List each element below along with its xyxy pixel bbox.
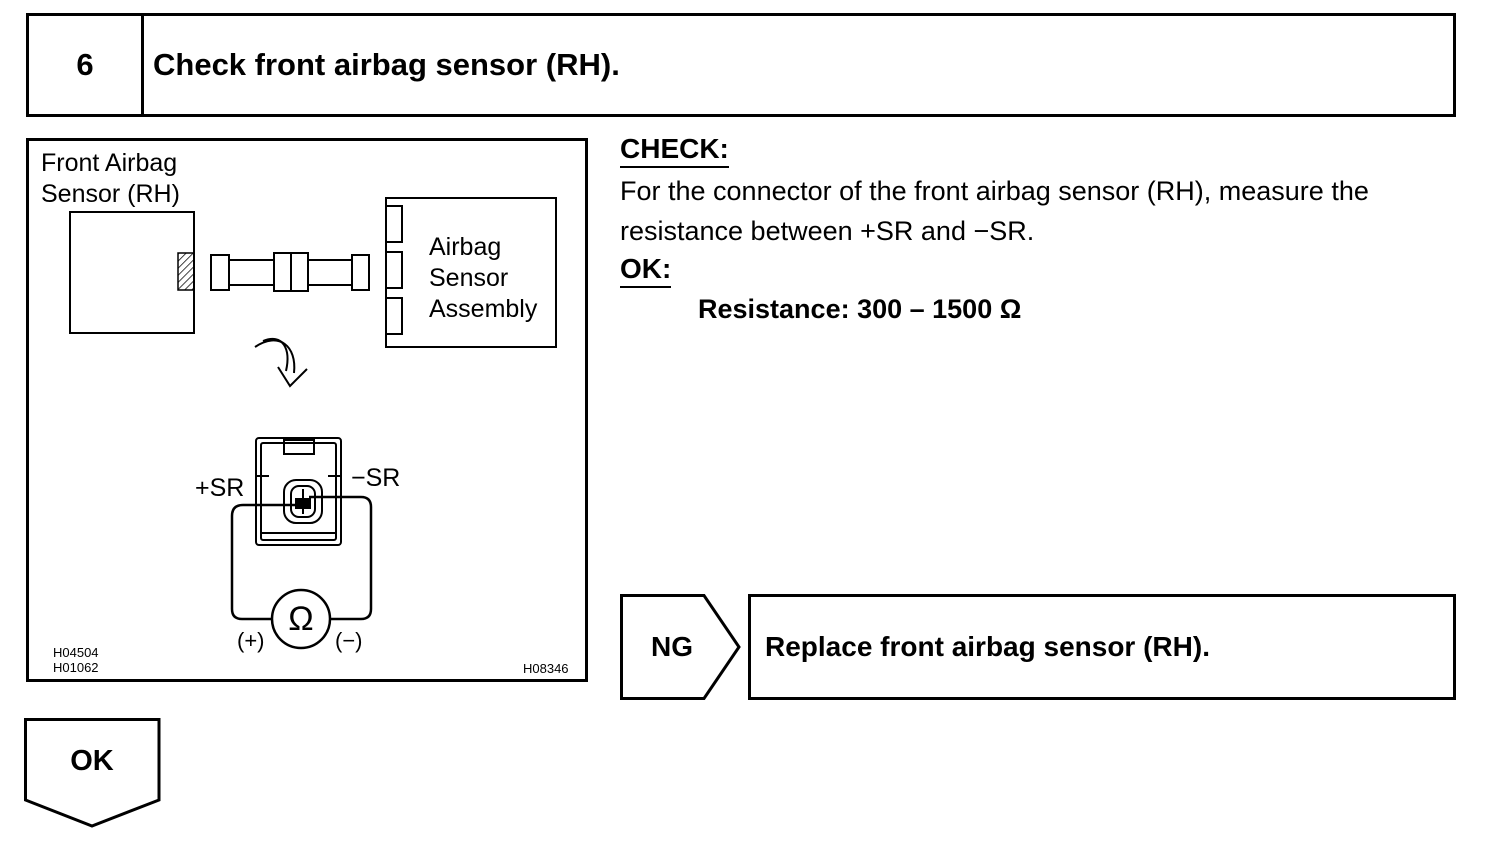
probe-plus-label: (+) — [237, 628, 265, 653]
minus-sr-terminal-label: −SR — [351, 464, 401, 492]
airbag-sensor-assembly-label: Airbag Sensor Assembly — [429, 233, 538, 323]
curved-arrow-icon — [254, 338, 308, 388]
figure-reference-code: H08346 — [523, 661, 569, 676]
ok-branch-label: OK — [70, 744, 114, 777]
step-header: 6 Check front airbag sensor (RH). — [26, 13, 1456, 117]
ohmmeter-icon — [270, 588, 332, 650]
probe-minus-label: (−) — [335, 628, 363, 653]
enlarged-connector — [255, 437, 342, 546]
front-airbag-sensor-body — [69, 211, 195, 334]
check-instruction: For the connector of the front airbag se… — [620, 176, 1369, 246]
ng-action-box: Replace front airbag sensor (RH). — [748, 594, 1456, 700]
resistance-spec: Resistance: 300 – 1500 Ω — [698, 294, 1022, 324]
ng-action-text: Replace front airbag sensor (RH). — [765, 631, 1210, 662]
ohm-symbol: Ω — [288, 600, 314, 638]
step-title: Check front airbag sensor (RH). — [153, 47, 620, 82]
step-number: 6 — [29, 16, 144, 114]
sensor-connector-hatched — [177, 252, 195, 291]
wire-harness — [210, 252, 370, 292]
connector-diagram — [69, 197, 557, 650]
ng-arrow-shape — [620, 594, 741, 700]
check-instructions: CHECK: For the connector of the front ai… — [620, 133, 1480, 326]
check-heading: CHECK: — [620, 133, 729, 168]
assembly-connectors — [385, 205, 403, 335]
plus-sr-terminal-label: +SR — [195, 474, 245, 502]
ok-arrow-shape — [24, 718, 161, 828]
meter-leads — [230, 495, 373, 621]
ok-criteria-heading: OK: — [620, 253, 672, 288]
figure-reference-codes: H04504 H01062 — [53, 645, 99, 675]
ng-label: NG — [651, 631, 693, 662]
connector-illustration: Front Airbag Sensor (RH) Airbag Sensor A… — [26, 138, 588, 682]
front-airbag-sensor-label: Front Airbag Sensor (RH) — [41, 149, 180, 208]
